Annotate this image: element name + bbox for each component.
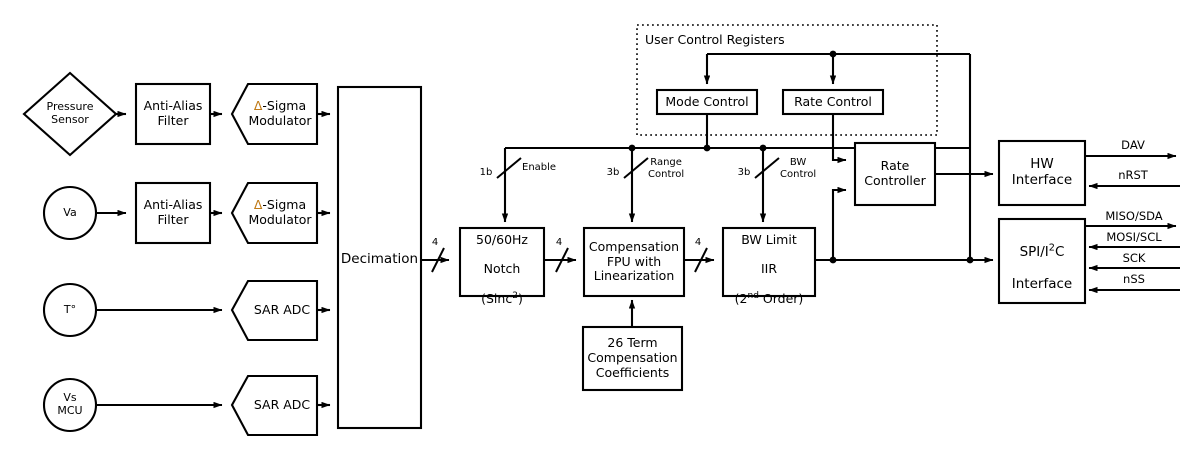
pressure-sensor-shape (22, 71, 118, 157)
notch-filter-shape (458, 226, 546, 298)
mode-control-shape (655, 88, 759, 116)
decimation-shape (336, 85, 423, 430)
junction-dots (628, 50, 974, 264)
sar-adc-2-shape (230, 374, 319, 437)
sar-adc-1-shape (230, 279, 319, 342)
vs-mcu-source-shape (42, 377, 98, 433)
compensation-coefficients-shape (581, 325, 684, 392)
delta-sigma-modulator-1-shape (230, 82, 319, 146)
anti-alias-filter-2-shape (134, 181, 212, 245)
anti-alias-filter-1-shape (134, 82, 212, 146)
spi-i2c-interface-shape (997, 217, 1087, 305)
compensation-fpu-shape (582, 226, 686, 298)
va-source-shape (42, 185, 98, 241)
user-control-registers-group-shape (636, 24, 938, 136)
rate-controller-shape (853, 141, 937, 207)
bw-limit-iir-shape (721, 226, 817, 298)
hw-interface-shape (997, 139, 1087, 207)
temperature-source-shape (42, 282, 98, 338)
delta-sigma-modulator-2-shape (230, 181, 319, 245)
rate-control-shape (781, 88, 885, 116)
